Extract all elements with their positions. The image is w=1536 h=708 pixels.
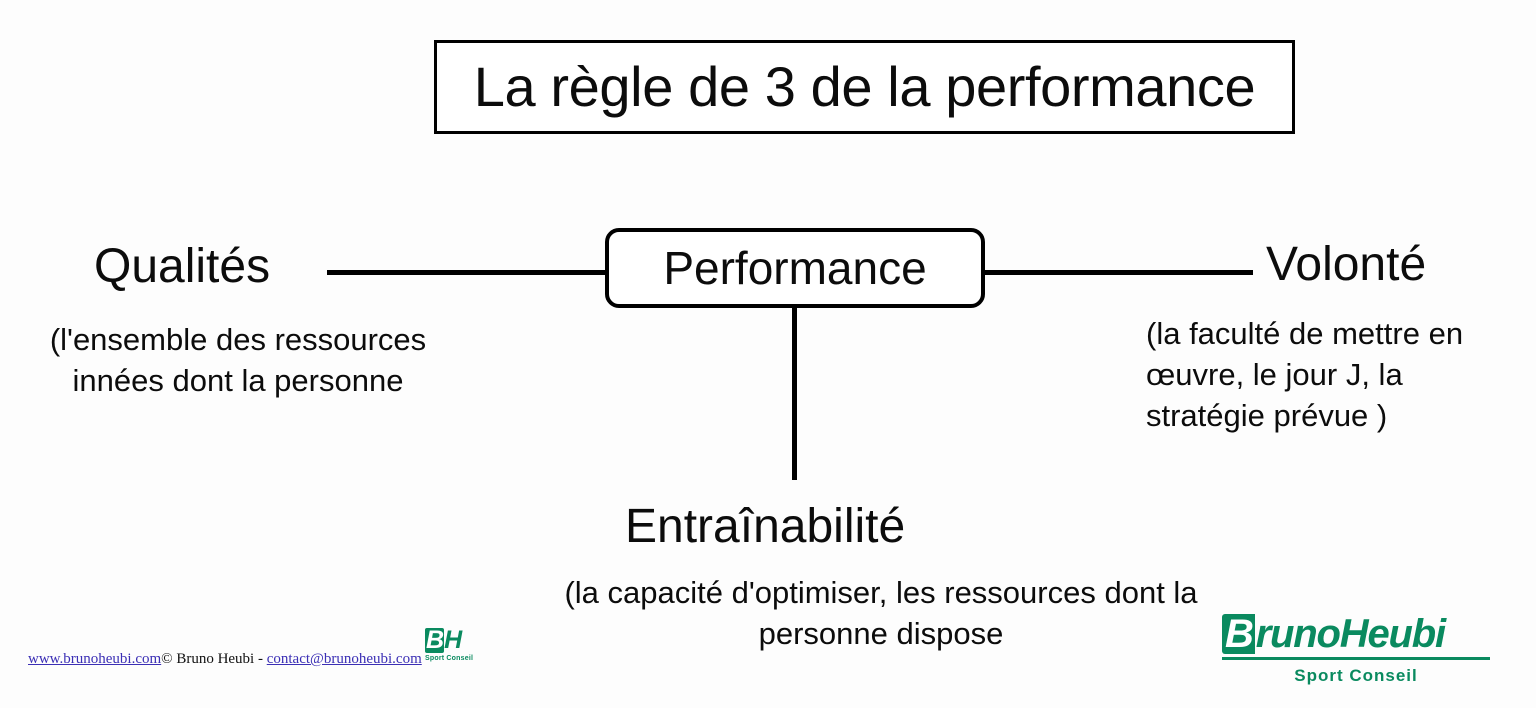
branch-qualites-title: Qualités [94, 240, 271, 293]
branch-volonte-title: Volonté [1266, 238, 1427, 291]
copyright-text: © Bruno Heubi - [161, 651, 267, 667]
connector-left [327, 270, 607, 275]
email-link[interactable]: contact@brunoheubi.com [266, 651, 422, 667]
bruno-heubi-word-second: Heubi [1339, 612, 1446, 656]
branch-qualites-description: (l'ensemble des ressources innées dont l… [49, 322, 427, 398]
slide-title-box: La règle de 3 de la performance [434, 40, 1295, 134]
footer-credit: www.brunoheubi.com© Bruno Heubi - contac… [28, 651, 422, 668]
connector-right [983, 270, 1253, 275]
bruno-heubi-mark: B [1222, 614, 1255, 654]
branch-entrainabilite-title: Entraînabilité [625, 500, 906, 553]
performance-node-label: Performance [663, 242, 927, 294]
bh-monogram-tagline: Sport Conseil [425, 655, 474, 662]
branch-volonte-description: (la faculté de mettre en œuvre, le jour … [1146, 316, 1464, 433]
connector-bottom [792, 306, 797, 480]
branch-entrainabilite-description: (la capacité d'optimiser, les ressources… [564, 575, 1198, 651]
performance-node: Performance [605, 228, 985, 308]
website-link[interactable]: www.brunoheubi.com [28, 651, 162, 667]
bh-monogram-glyphs: BH [425, 628, 481, 653]
slide-title: La règle de 3 de la performance [473, 55, 1256, 118]
bh-monogram-rest: H [444, 626, 462, 654]
bruno-heubi-underline [1222, 657, 1490, 660]
bruno-heubi-word-first: runo [1255, 612, 1341, 656]
bh-monogram-mark: B [425, 626, 444, 654]
bruno-heubi-tagline: Sport Conseil [1294, 666, 1418, 685]
bh-monogram-logo: BH Sport Conseil [425, 628, 481, 666]
